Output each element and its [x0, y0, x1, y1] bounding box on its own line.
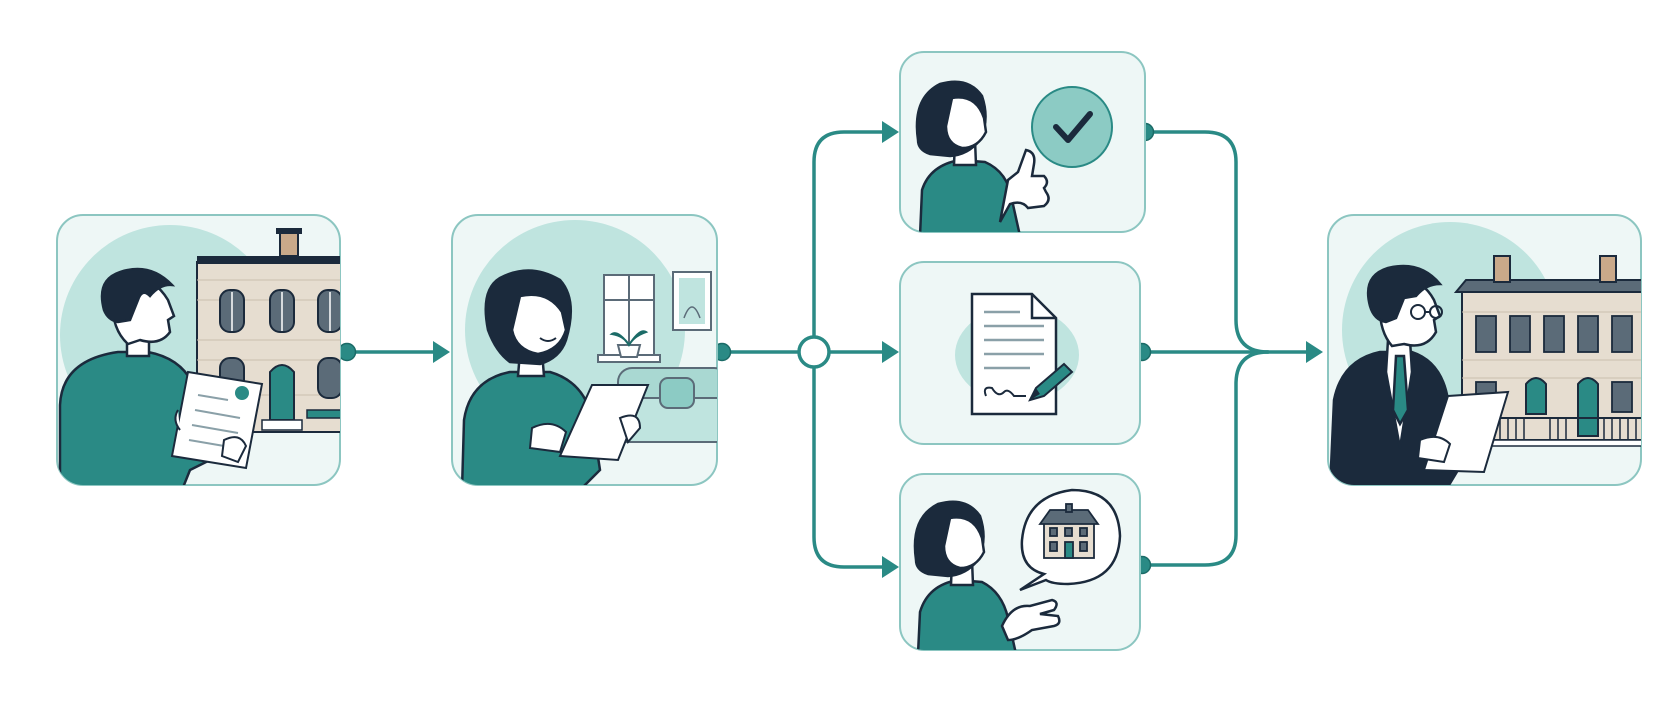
arrowhead-final: [1306, 341, 1323, 363]
pen-icon: [1028, 362, 1074, 402]
window-icon: [597, 274, 661, 363]
connector-top-merge: [1143, 130, 1270, 354]
connectors: [345, 130, 1310, 569]
thumbs-up-icon: [998, 148, 1050, 223]
sofa-icon: [611, 367, 717, 443]
connector-split-bottom: [812, 365, 886, 569]
step-card-contract: [899, 261, 1141, 445]
arrowhead-middle: [882, 341, 899, 363]
split-node: [797, 335, 831, 369]
woman-icon: [913, 500, 1018, 650]
document-icon: [170, 370, 264, 470]
connector-split-top: [812, 130, 886, 339]
connector-bottom-merge: [1140, 350, 1270, 567]
arrowhead-top: [882, 121, 899, 143]
step-card-agent: [1327, 214, 1642, 486]
open-hand-icon: [1000, 598, 1061, 642]
house-icon: [1038, 503, 1100, 559]
contract-icon: [970, 292, 1058, 416]
arrowhead-bottom: [882, 556, 899, 578]
signature-icon: [983, 386, 1026, 397]
step-card-accept: [899, 51, 1146, 233]
townhouse-row-icon: [1453, 255, 1641, 447]
arrowhead-card2: [433, 341, 450, 363]
dot-card1-out: [337, 342, 357, 362]
woman-icon: [915, 80, 1022, 232]
step-card-tenant-reading: [451, 214, 718, 486]
paper-icon: [528, 384, 650, 462]
checkmark-icon: [1031, 86, 1113, 168]
arrowheads: [433, 121, 1323, 578]
step-card-landlord: [56, 214, 341, 486]
paper-icon: [1416, 390, 1510, 474]
picture-frame-icon: [672, 271, 712, 331]
step-card-propose-house: [899, 473, 1141, 651]
